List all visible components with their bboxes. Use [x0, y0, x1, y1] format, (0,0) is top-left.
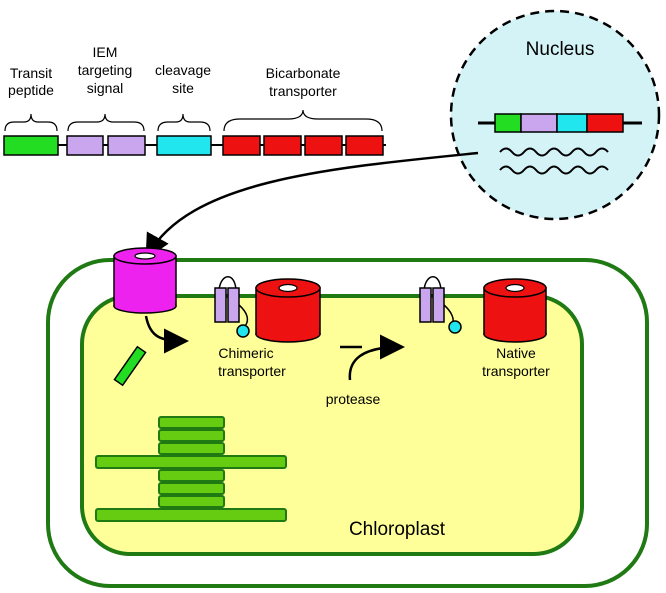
cleavage-label-line2: site [172, 80, 194, 96]
thylakoid-disc [158, 495, 225, 508]
cleavage-site-segment [156, 135, 212, 156]
nuclear-gene-transit [494, 113, 522, 133]
bicarbonate-segment-2 [263, 135, 302, 156]
thylakoid-disc [158, 429, 225, 442]
iem-label-line2: targeting [78, 62, 132, 78]
bicarbonate-label-line1: Bicarbonate [266, 65, 341, 81]
thylakoid-disc [158, 482, 225, 495]
thylakoid-grana [95, 416, 287, 522]
native-label-line2: transporter [482, 363, 550, 379]
cleavage-brace [157, 113, 211, 132]
nucleus: Nucleus [449, 9, 661, 221]
thylakoid-disc [158, 416, 225, 429]
bicarbonate-segment-4 [345, 135, 384, 156]
nuclear-gene-bicarbonate [586, 113, 624, 133]
iem-segment-2 [107, 135, 146, 156]
export-arrow [145, 151, 479, 260]
chimeric-label-line1: Chimeric [218, 345, 273, 361]
thylakoid-disc [158, 469, 225, 482]
native-bicarbonate-transporter [483, 278, 547, 343]
bicarbonate-segment-3 [304, 135, 343, 156]
iem-label-line1: IEM [93, 44, 118, 60]
transit-label-line1: Transit [10, 65, 52, 81]
transit-brace [4, 113, 58, 132]
iem-segment-1 [66, 135, 104, 156]
chimeric-label-line2: transporter [218, 363, 286, 379]
gene-construct: Transit peptide IEM targeting signal cle… [3, 44, 386, 156]
thylakoid-lamella [95, 455, 287, 469]
native-label-line1: Native [496, 345, 536, 361]
import-arrow [144, 315, 189, 354]
chimeric-bicarbonate-transporter [255, 278, 321, 343]
transit-label-line2: peptide [8, 82, 54, 98]
mrna-strand-2 [499, 165, 609, 175]
cleaved-transit-peptide [113, 345, 147, 387]
protease-arrow [348, 334, 405, 381]
chloroplast: Chimeric transporter protease Native tra… [46, 247, 649, 588]
bicarbonate-brace [223, 109, 383, 132]
protease-label: protease [326, 391, 381, 407]
cleaved-iem-anchor [419, 276, 462, 334]
translocon-channel [113, 247, 177, 314]
bicarbonate-label-line2: transporter [269, 83, 337, 99]
chimeric-iem-anchor [214, 276, 250, 338]
bicarbonate-segment-1 [222, 135, 261, 156]
chloroplast-title: Chloroplast [349, 519, 446, 540]
transit-peptide-segment [3, 135, 59, 156]
thylakoid-disc [158, 442, 225, 455]
iem-label-line3: signal [87, 80, 124, 96]
iem-brace [67, 113, 145, 132]
thylakoid-lamella [95, 508, 287, 522]
cleavage-label-line1: cleavage [155, 62, 211, 78]
nucleus-title: Nucleus [526, 39, 595, 60]
nuclear-gene-iem [520, 113, 558, 133]
nuclear-gene-cleavage [556, 113, 588, 133]
mrna-strand-1 [499, 147, 609, 157]
